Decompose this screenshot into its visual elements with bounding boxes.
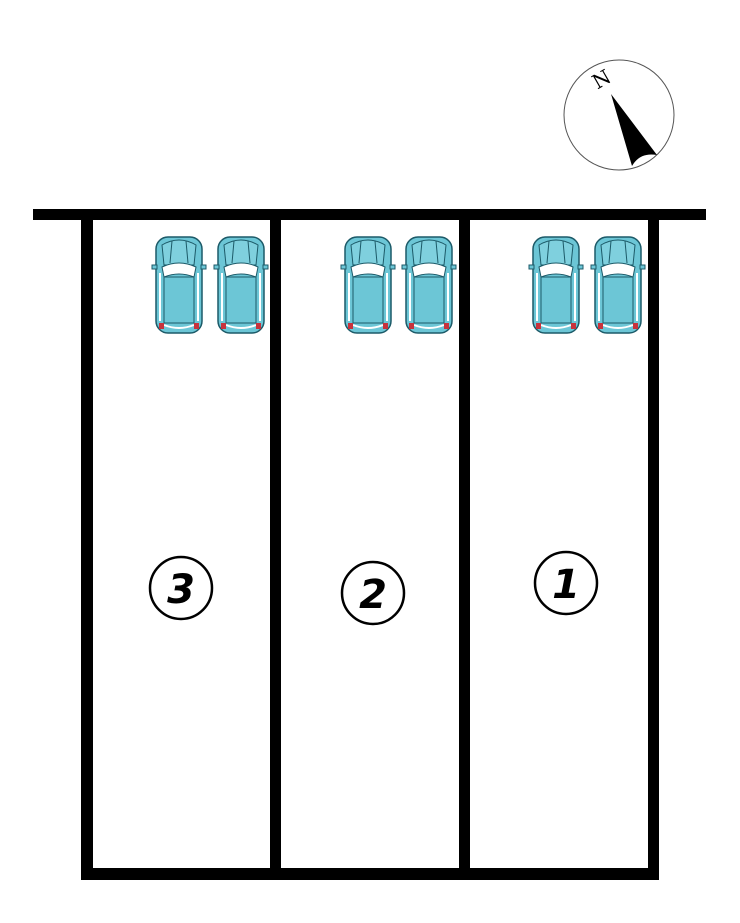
road-edge-line xyxy=(33,209,706,220)
lot-number: 3 xyxy=(167,567,195,613)
car-icon xyxy=(590,236,646,334)
car-icon xyxy=(340,236,396,334)
north-arrow-icon xyxy=(611,94,657,166)
lot-line xyxy=(81,214,93,880)
lot-line xyxy=(81,868,659,880)
car-icon xyxy=(151,236,207,334)
car-icon xyxy=(401,236,457,334)
lot-line xyxy=(459,214,470,880)
car-icon xyxy=(528,236,584,334)
lot-number: 1 xyxy=(552,562,580,608)
lot-3[interactable]: 3 xyxy=(148,555,214,621)
car-icon xyxy=(213,236,269,334)
compass: N xyxy=(563,59,675,171)
lot-number: 2 xyxy=(359,572,387,618)
lot-1[interactable]: 1 xyxy=(533,550,599,616)
cars xyxy=(151,236,646,334)
lot-line xyxy=(270,214,281,880)
lot-boundaries xyxy=(33,209,706,880)
lot-2[interactable]: 2 xyxy=(340,560,406,626)
lot-line xyxy=(648,214,659,880)
